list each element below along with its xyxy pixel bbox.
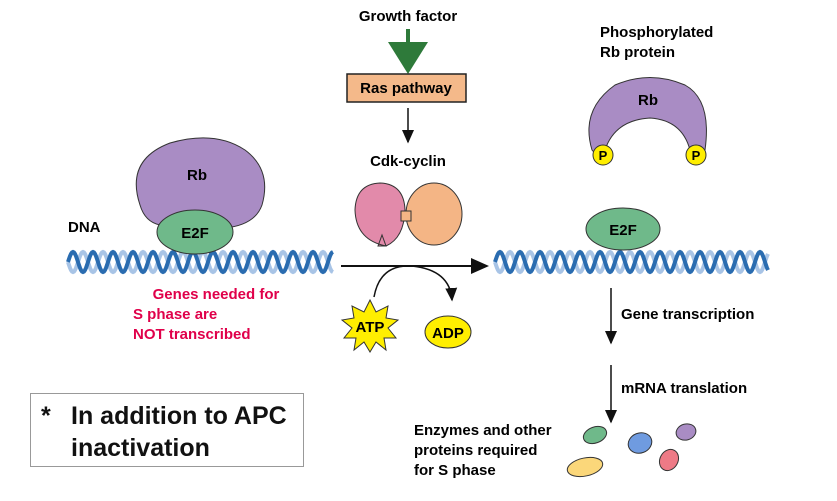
e2f-left xyxy=(156,209,234,255)
dna-strand xyxy=(493,249,770,275)
dna-strand xyxy=(493,249,770,275)
phosphate-right xyxy=(685,144,707,166)
growth-factor-label: Growth factor xyxy=(359,8,457,25)
p-label-left: P xyxy=(599,148,608,163)
cdk-cyclin-link xyxy=(400,210,412,222)
protein-green xyxy=(582,425,608,445)
e2f-label-right: E2F xyxy=(609,222,637,239)
genes-line1: Genes needed for xyxy=(153,286,280,303)
atp-label: ATP xyxy=(356,319,385,336)
cdk-cyclin-label: Cdk-cyclin xyxy=(370,153,446,170)
protein-red xyxy=(658,448,680,472)
enzymes-line2: proteins required xyxy=(414,442,537,459)
note-line1: In addition to APC xyxy=(71,402,287,430)
protein-blue xyxy=(627,432,653,454)
cyclin-shape xyxy=(405,182,463,246)
genes-line2: S phase are xyxy=(133,306,217,323)
enzymes-line1: Enzymes and other xyxy=(414,422,552,439)
e2f-label-left: E2F xyxy=(181,225,209,242)
phosphate-left xyxy=(592,144,614,166)
phosphorylated-line1: Phosphorylated xyxy=(600,24,713,41)
gene-transcription-label: Gene transcription xyxy=(621,306,754,323)
dna-helix-right xyxy=(493,249,770,275)
note-star: * xyxy=(41,402,51,430)
note-box: * In addition to APC inactivation xyxy=(30,393,304,467)
mrna-translation-label: mRNA translation xyxy=(621,380,747,397)
rb-protein-phosphorylated xyxy=(588,77,707,155)
phosphorylated-line2: Rb protein xyxy=(600,44,675,61)
adp-ellipse xyxy=(424,315,472,349)
adp-label: ADP xyxy=(432,325,464,342)
ras-pathway-label: Ras pathway xyxy=(360,80,452,97)
cdk-shape xyxy=(354,182,406,247)
rb-label-left: Rb xyxy=(187,167,207,184)
protein-yellow xyxy=(566,456,604,478)
note-line2: inactivation xyxy=(71,434,210,462)
dna-label: DNA xyxy=(68,219,101,236)
atp-burst xyxy=(340,298,400,353)
rb-label-right: Rb xyxy=(638,92,658,109)
genes-line3: NOT transcribed xyxy=(133,326,251,343)
p-label-right: P xyxy=(692,148,701,163)
dna-strand xyxy=(66,249,334,275)
e2f-right xyxy=(585,207,661,251)
dna-helix-left xyxy=(66,249,334,275)
ras-pathway-box xyxy=(346,73,467,103)
protein-purple xyxy=(675,423,697,441)
enzymes-line3: for S phase xyxy=(414,462,496,479)
atp-adp-arrow xyxy=(373,265,458,302)
